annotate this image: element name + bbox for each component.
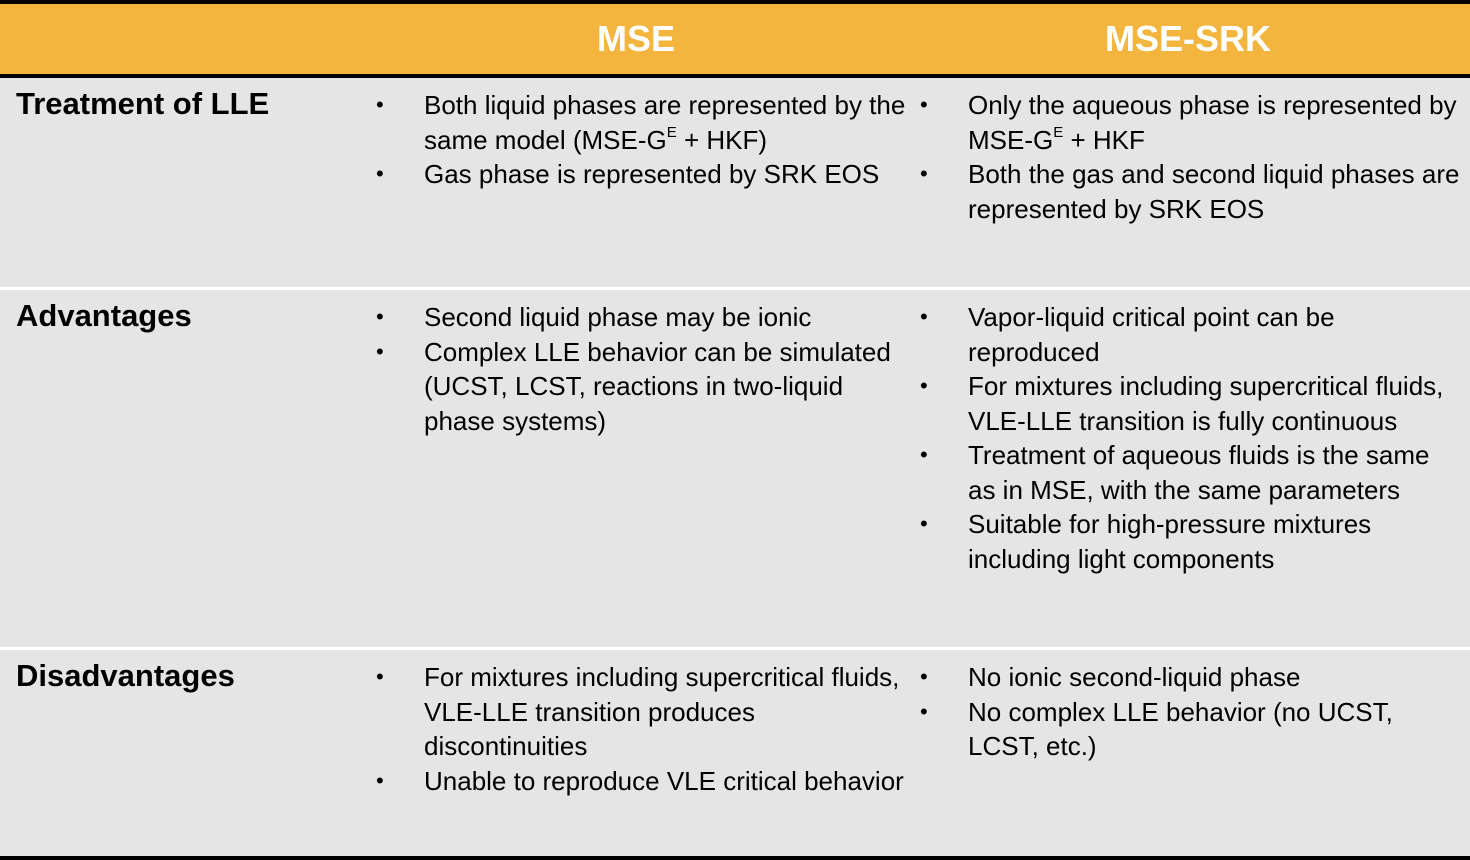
bullet-item: Both the gas and second liquid phases ar…	[920, 157, 1460, 226]
bullet-item: For mixtures including supercritical flu…	[376, 660, 906, 764]
bullet-item: Only the aqueous phase is represented by…	[920, 88, 1460, 157]
bullet-item: Second liquid phase may be ionic	[376, 300, 906, 335]
bullet-list: For mixtures including supercritical flu…	[376, 660, 906, 798]
header-cell-empty	[0, 4, 366, 74]
table-row-treatment: Treatment of LLE Both liquid phases are …	[0, 78, 1470, 287]
bullet-item: No complex LLE behavior (no UCST, LCST, …	[920, 695, 1460, 764]
bullet-item: No ionic second-liquid phase	[920, 660, 1460, 695]
row-divider	[0, 647, 1470, 650]
bullet-item: Vapor-liquid critical point can be repro…	[920, 300, 1460, 369]
bullet-list: No ionic second-liquid phase No complex …	[920, 660, 1460, 764]
mse-srk-cell: Vapor-liquid critical point can be repro…	[920, 300, 1460, 576]
bullet-item: Both liquid phases are represented by th…	[376, 88, 906, 157]
table-row-disadvantages: Disadvantages For mixtures including sup…	[0, 650, 1470, 856]
bullet-list: Vapor-liquid critical point can be repro…	[920, 300, 1460, 576]
bullet-list: Both liquid phases are represented by th…	[376, 88, 906, 192]
bullet-item: For mixtures including supercritical flu…	[920, 369, 1460, 438]
mse-cell: Both liquid phases are represented by th…	[376, 88, 906, 192]
table-top-border	[0, 0, 1470, 4]
bullet-item: Treatment of aqueous fluids is the same …	[920, 438, 1460, 507]
bullet-item: Unable to reproduce VLE critical behavio…	[376, 764, 906, 799]
row-divider	[0, 287, 1470, 290]
table-header: MSE MSE-SRK	[0, 4, 1470, 74]
bullet-item: Complex LLE behavior can be simulated (U…	[376, 335, 906, 439]
table-bottom-border	[0, 856, 1470, 860]
bullet-list: Second liquid phase may be ionic Complex…	[376, 300, 906, 438]
row-label: Disadvantages	[16, 658, 235, 693]
header-divider	[0, 74, 1470, 78]
header-cell-mse: MSE	[596, 18, 675, 59]
bullet-item: Suitable for high-pressure mixtures incl…	[920, 507, 1460, 576]
bullet-list: Only the aqueous phase is represented by…	[920, 88, 1460, 226]
mse-srk-cell: Only the aqueous phase is represented by…	[920, 88, 1460, 226]
header-cell-mse-srk: MSE-SRK	[1104, 18, 1271, 59]
row-label: Advantages	[16, 298, 192, 333]
mse-cell: For mixtures including supercritical flu…	[376, 660, 906, 798]
table-row-advantages: Advantages Second liquid phase may be io…	[0, 290, 1470, 647]
row-label: Treatment of LLE	[16, 86, 270, 121]
bullet-item: Gas phase is represented by SRK EOS	[376, 157, 906, 192]
mse-cell: Second liquid phase may be ionic Complex…	[376, 300, 906, 438]
mse-srk-cell: No ionic second-liquid phase No complex …	[920, 660, 1460, 764]
